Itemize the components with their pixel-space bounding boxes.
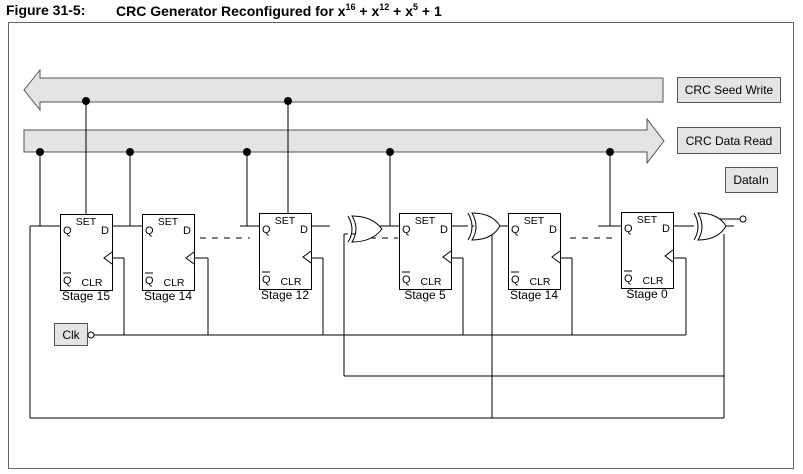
ff-clock-triangle [551, 250, 561, 264]
title-prefix: CRC Generator Reconfigured for x [116, 3, 346, 19]
flipflop-body [259, 213, 312, 290]
xor-gate-1 [347, 215, 383, 243]
ff-set-label: SET [275, 215, 296, 227]
ff-clr-label: CLR [280, 276, 301, 288]
wiring [29, 101, 740, 419]
ff-q-label: Q [511, 224, 520, 236]
ff-clr-label: CLR [81, 277, 102, 289]
ff-clr-label: CLR [163, 277, 184, 289]
ff-set-label: SET [158, 216, 179, 228]
seed-write-label: CRC Seed Write [685, 83, 774, 97]
xor-gate-3 [693, 212, 727, 241]
ff-clock-triangle [442, 250, 452, 264]
ff-q-label: Q [262, 224, 271, 236]
flipflop-body [60, 214, 113, 291]
ff-qbar-label: Q [262, 274, 271, 286]
ff-q-label: Q [624, 223, 633, 235]
flipflop-body [142, 214, 195, 291]
ff-q-label: Q [63, 225, 72, 237]
ff-set-label: SET [415, 215, 436, 227]
flipflop-body [508, 213, 561, 290]
flipflop-body [399, 213, 452, 290]
ff-clock-triangle [302, 250, 312, 264]
ff-set-label: SET [76, 216, 97, 228]
ff-clock-triangle [664, 249, 674, 263]
stage-label: Stage 15 [62, 289, 110, 303]
seed-write-bus-arrow [23, 68, 664, 112]
stage-label: Stage 12 [261, 288, 309, 302]
datain-label: DataIn [733, 173, 768, 187]
figure-frame [8, 22, 794, 469]
seed-write-box: CRC Seed Write [677, 77, 781, 103]
clock-label: Clk [62, 328, 80, 342]
title-exp-16: 16 [345, 2, 356, 12]
title-suffix: + 1 [418, 3, 442, 19]
flipflop-body [621, 212, 674, 289]
title-plus-1: + x [355, 3, 380, 19]
title-plus-2: + x [389, 3, 414, 19]
junctions [36, 97, 614, 156]
ff-q-label: Q [402, 224, 411, 236]
clock-box: Clk [54, 323, 95, 346]
ff-clr-label: CLR [529, 276, 550, 288]
ff-set-label: SET [524, 215, 545, 227]
ff-d-label: D [300, 224, 308, 236]
title-exp-12: 12 [379, 2, 390, 12]
ff-qbar-label: Q [511, 274, 520, 286]
ff-d-label: D [549, 224, 557, 236]
xor-gates [347, 212, 727, 243]
ff-clr-label: CLR [420, 276, 441, 288]
data-read-bus-arrow [23, 117, 665, 165]
ff-qbar-label: Q [624, 273, 633, 285]
title-exp-5: 5 [413, 2, 419, 12]
ff-clock-triangle [103, 251, 113, 265]
data-read-box: CRC Data Read [677, 127, 781, 154]
ff-clr-label: CLR [642, 275, 663, 287]
ff-d-label: D [183, 225, 191, 237]
ff-d-label: D [440, 224, 448, 236]
stage-label: Stage 14 [144, 289, 192, 303]
stage-label: Stage 5 [404, 288, 446, 302]
data-read-label: CRC Data Read [686, 134, 773, 148]
xor-gate-2 [467, 212, 501, 241]
stage-label: Stage 0 [626, 287, 668, 301]
ff-set-label: SET [637, 214, 658, 226]
ff-q-label: Q [145, 225, 154, 237]
figure-label: Figure 31-5: [6, 2, 86, 18]
ff-qbar-label: Q [402, 274, 411, 286]
ff-qbar-label: Q [63, 275, 72, 287]
ff-d-label: D [101, 225, 109, 237]
output-node [739, 215, 747, 223]
figure-title: CRC Generator Reconfigured for x16 + x12… [116, 2, 442, 19]
datain-box: DataIn [725, 167, 778, 193]
ff-d-label: D [662, 223, 670, 235]
stage-label: Stage 14 [510, 288, 558, 302]
ff-clock-triangle [185, 251, 195, 265]
ff-qbar-label: Q [145, 275, 154, 287]
clock-inverter-bubble [87, 331, 95, 339]
